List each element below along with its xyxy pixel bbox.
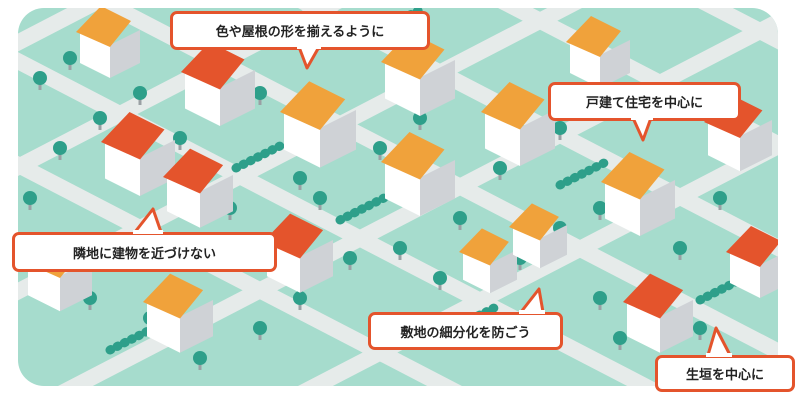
house-roof xyxy=(726,226,778,267)
tree xyxy=(493,161,507,180)
house-side xyxy=(540,225,567,269)
house xyxy=(76,8,140,78)
callout-prevent-subdivision-text: 敷地の細分化を防ごう xyxy=(400,325,531,341)
house-side xyxy=(300,240,333,293)
house xyxy=(566,16,630,88)
house-side xyxy=(180,300,213,353)
road xyxy=(18,8,464,386)
tree xyxy=(313,191,327,210)
house-side xyxy=(740,120,772,172)
callout-hedge-text: 生垣を中心に xyxy=(685,368,764,383)
tree xyxy=(93,111,107,130)
tree xyxy=(63,51,77,70)
tree xyxy=(693,321,707,340)
tree xyxy=(593,201,607,220)
house-side xyxy=(60,260,92,312)
tree xyxy=(343,251,357,270)
tree xyxy=(133,86,147,105)
callout-keep-distance: 隣地に建物を近づけない xyxy=(12,207,277,272)
house xyxy=(143,273,213,353)
house-side xyxy=(420,160,455,216)
house-side xyxy=(760,250,778,298)
house-side xyxy=(490,250,517,294)
tree xyxy=(593,291,607,310)
house-roof xyxy=(509,203,559,241)
house xyxy=(726,226,778,298)
house xyxy=(163,148,233,228)
house-roof xyxy=(601,152,665,200)
house-side xyxy=(660,300,693,353)
callout-unify-roof-text: 色や屋根の形を揃えるように xyxy=(215,25,385,40)
tree xyxy=(33,71,47,90)
house-side xyxy=(320,110,356,168)
tree xyxy=(393,241,407,260)
house xyxy=(101,112,175,196)
callout-keep-distance-pointer xyxy=(133,207,163,234)
callout-hedge-pointer xyxy=(706,326,732,357)
house-roof xyxy=(566,16,621,57)
callout-detached-house-text: 戸建て住宅を中心に xyxy=(585,96,703,111)
house-side xyxy=(200,175,233,228)
house xyxy=(509,203,567,269)
house-roof xyxy=(280,81,346,130)
house-side xyxy=(600,40,630,88)
tree xyxy=(193,351,207,370)
callout-prevent-subdivision-pointer xyxy=(519,287,545,314)
house-side xyxy=(520,110,555,166)
house-roof xyxy=(101,112,165,160)
house-side xyxy=(640,180,675,236)
house xyxy=(623,273,693,353)
callout-prevent-subdivision: 敷地の細分化を防ごう xyxy=(368,287,563,350)
callout-detached-house-pointer xyxy=(631,116,653,142)
house-roof xyxy=(76,8,131,47)
house xyxy=(181,42,255,126)
tree xyxy=(553,121,567,140)
house-roof xyxy=(381,132,445,180)
house xyxy=(459,228,517,294)
house-roof xyxy=(481,82,545,130)
callout-unify-roof: 色や屋根の形を揃えるように xyxy=(170,11,430,70)
house-roof xyxy=(623,273,684,319)
house xyxy=(601,152,675,236)
house-side xyxy=(220,70,255,126)
house-roof xyxy=(181,42,245,90)
tree xyxy=(23,191,37,210)
tree xyxy=(613,331,627,350)
tree xyxy=(293,171,307,190)
hedge xyxy=(231,138,291,173)
tree xyxy=(173,131,187,150)
house-side xyxy=(420,60,455,116)
tree xyxy=(713,191,727,210)
tree xyxy=(453,211,467,230)
house xyxy=(263,213,333,293)
house-roof xyxy=(459,228,509,266)
tree xyxy=(373,141,387,160)
house xyxy=(481,82,555,166)
tree xyxy=(253,86,267,105)
tree xyxy=(53,141,67,160)
house-roof xyxy=(263,213,324,259)
house-roof xyxy=(163,148,224,194)
callout-detached-house: 戸建て住宅を中心に xyxy=(548,82,741,142)
tree xyxy=(293,291,307,310)
tree xyxy=(413,111,427,130)
callout-keep-distance-text: 隣地に建物を近づけない xyxy=(72,246,216,262)
hedge xyxy=(555,155,615,190)
tree xyxy=(253,321,267,340)
callout-unify-roof-pointer xyxy=(297,45,321,70)
callout-hedge: 生垣を中心に xyxy=(655,326,795,392)
house xyxy=(280,81,356,168)
tree xyxy=(673,241,687,260)
house-side xyxy=(140,140,175,196)
house-side xyxy=(110,30,140,78)
tree xyxy=(433,271,447,290)
house xyxy=(381,132,455,216)
house-roof xyxy=(143,273,204,319)
